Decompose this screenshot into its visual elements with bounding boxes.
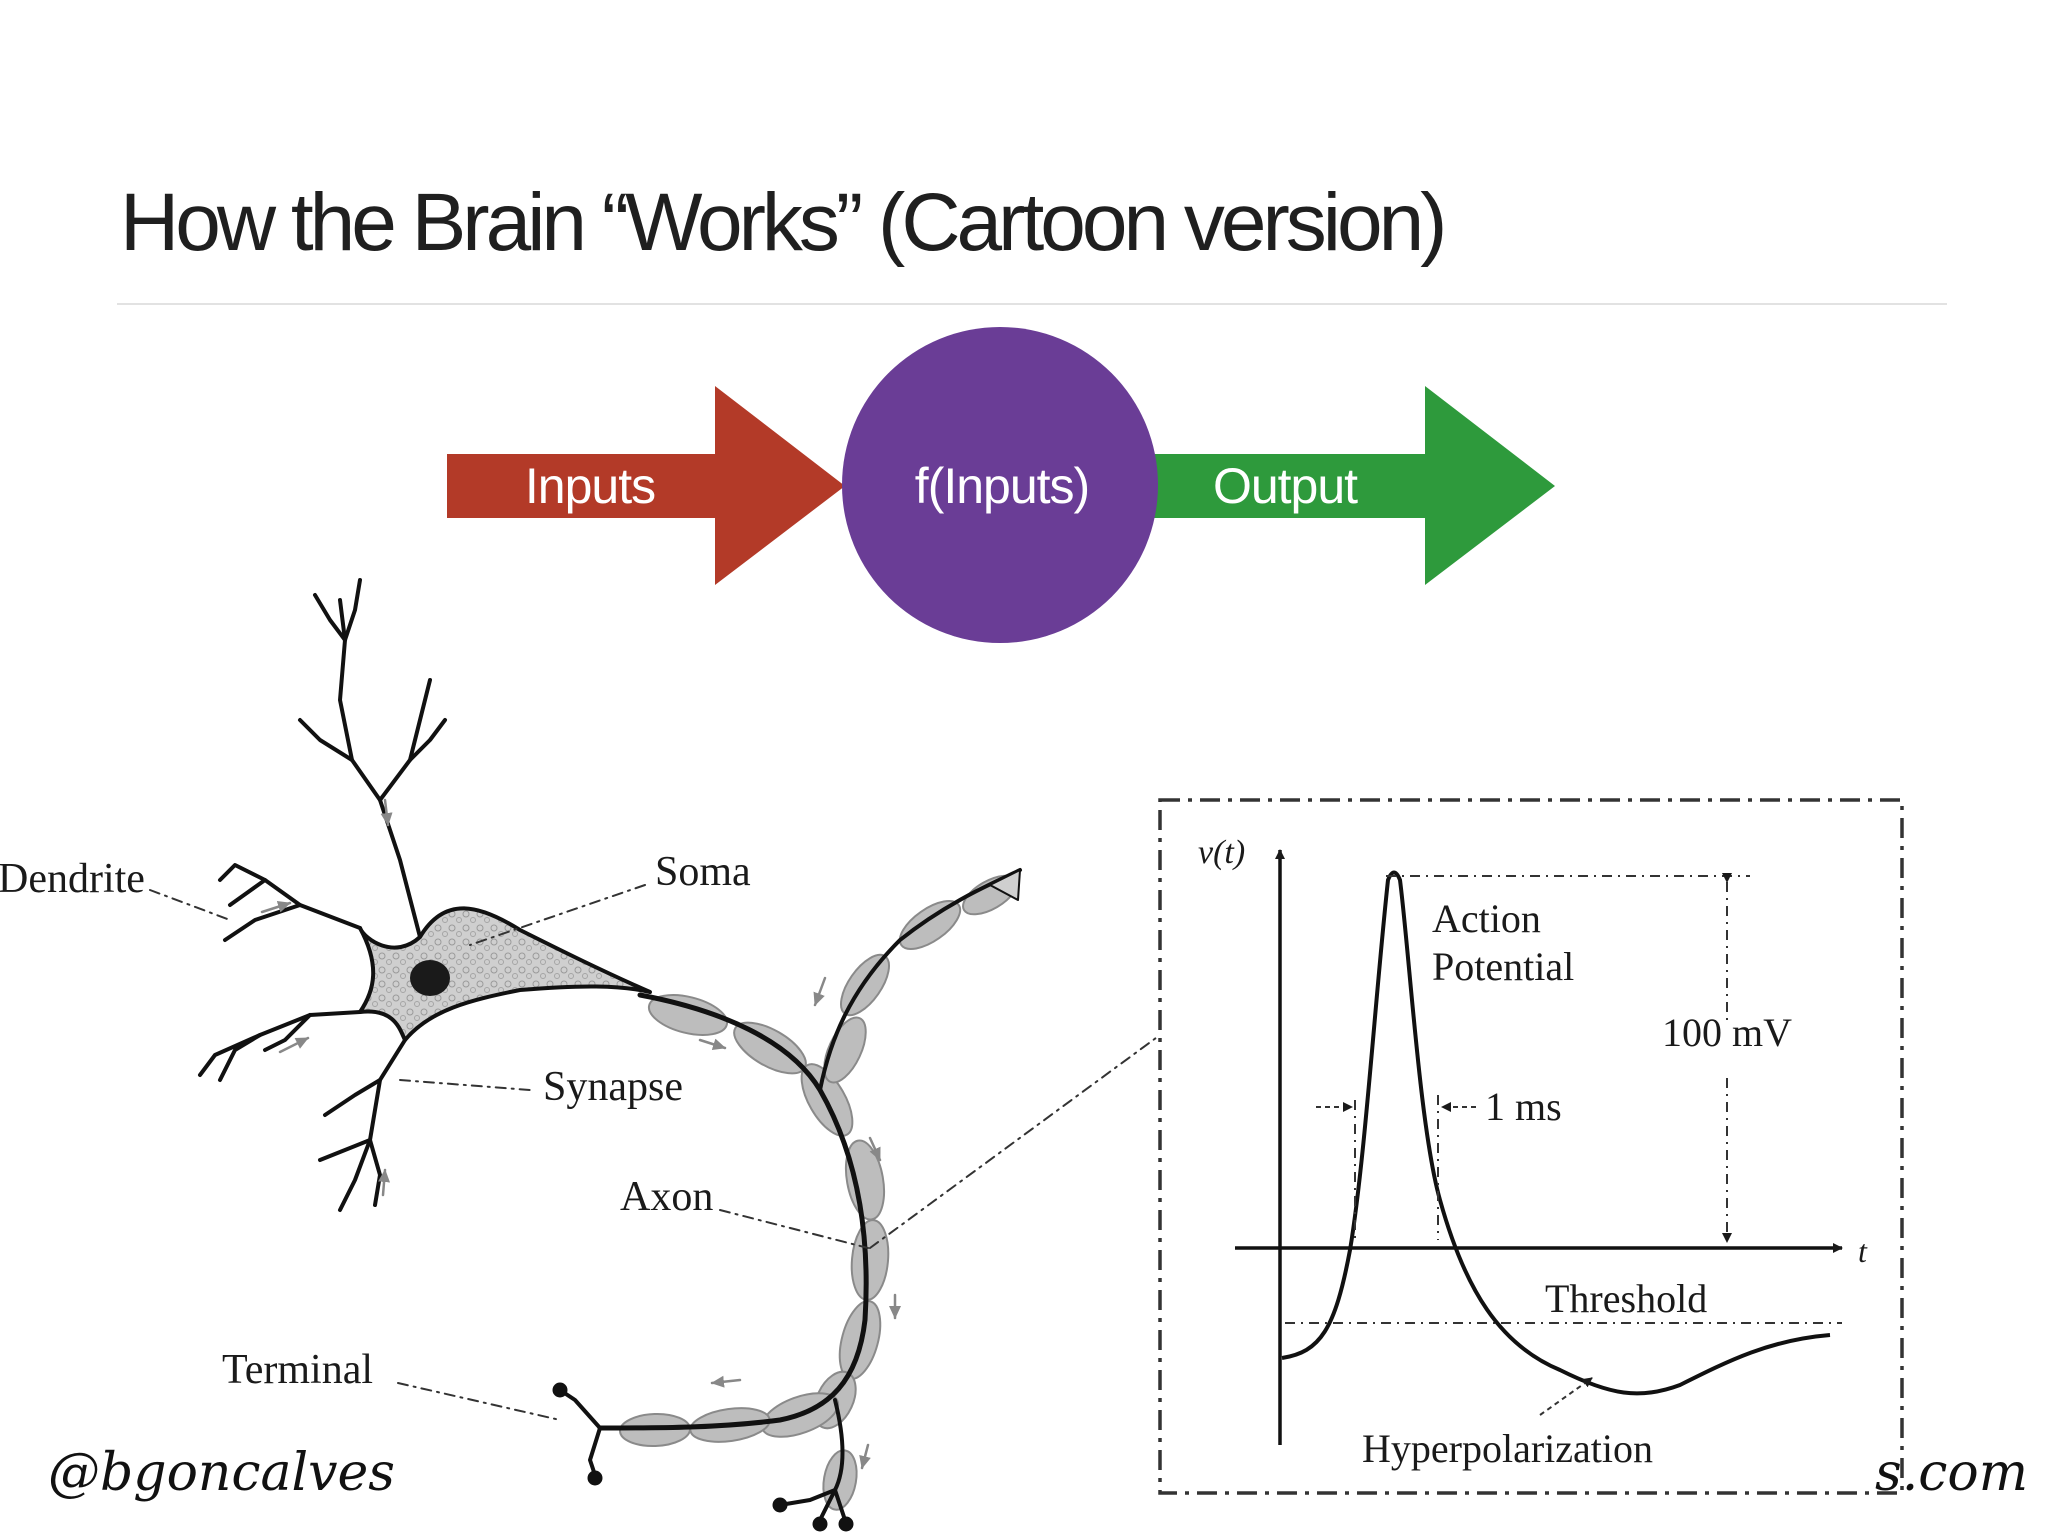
slide-title: How the Brain “Works” (Cartoon version) [120, 177, 1447, 268]
output-arrow: Output [1150, 386, 1555, 585]
dendrites [198, 578, 447, 1212]
amplitude-label: 100 mV [1662, 1010, 1792, 1055]
author-handle: @bgoncalves [48, 1443, 395, 1503]
hyperpolarization-label: Hyperpolarization [1362, 1426, 1653, 1471]
action-potential-plot: v(t) t Threshold 100 mV Action Potential… [1158, 798, 1904, 1495]
peak-label-line1: Action [1432, 896, 1541, 941]
spike-curve [1281, 870, 1831, 1396]
threshold-label: Threshold [1545, 1276, 1707, 1321]
label-synapse: Synapse [543, 1064, 683, 1110]
plot-frame [1158, 798, 1904, 1495]
label-soma: Soma [655, 849, 751, 895]
axon [597, 992, 869, 1431]
title-divider [117, 303, 1947, 305]
function-node-label: f(Inputs) [915, 458, 1089, 514]
label-terminal: Terminal [222, 1347, 373, 1393]
label-leaders [149, 884, 1161, 1421]
terminal-branch [558, 1388, 602, 1430]
nucleus [410, 960, 450, 996]
label-dendrite: Dendrite [0, 856, 145, 902]
function-node: f(Inputs) [842, 327, 1158, 643]
label-axon: Axon [620, 1174, 713, 1220]
soma [358, 906, 652, 1042]
width-label: 1 ms [1485, 1084, 1562, 1129]
y-axis-label: v(t) [1198, 834, 1245, 871]
neuron-labels: Dendrite Soma Synapse Axon Terminal [0, 849, 751, 1393]
output-arrow-label: Output [1213, 458, 1358, 514]
signal-flow-arrows [260, 798, 901, 1470]
input-arrow: Inputs [447, 386, 845, 585]
neuron-illustration [149, 578, 1161, 1532]
author-website-fragment: s.com [1875, 1443, 2028, 1503]
input-arrow-label: Inputs [525, 458, 655, 514]
x-axis-label: t [1858, 1233, 1868, 1269]
peak-label-line2: Potential [1432, 944, 1574, 989]
